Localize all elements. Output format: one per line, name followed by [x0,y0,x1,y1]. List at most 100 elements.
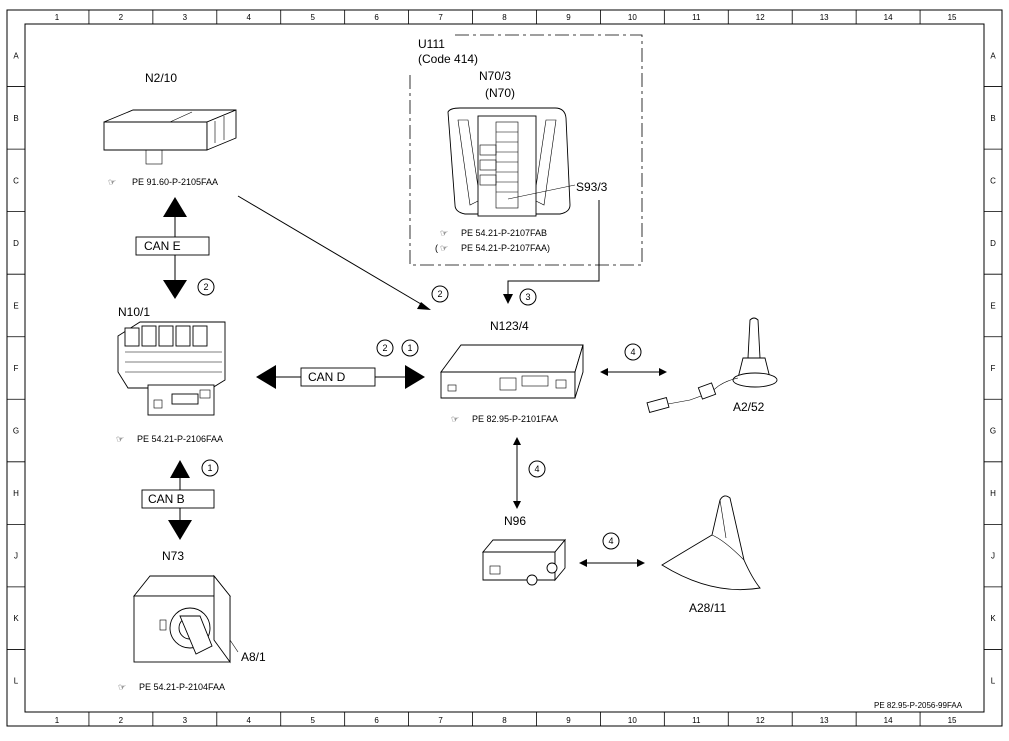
grid-row-F-right: F [991,364,996,373]
grid-column-9-bottom: 9 [566,716,571,725]
n10-1-fusebox-drawing [117,321,226,416]
n70-3-ref2-open-paren: ( [435,243,438,253]
u111-label: U111 [418,37,445,51]
n70-3-reference-2[interactable]: ( ☞ PE 54.21-P-2107FAA) [435,243,550,253]
n10-1-ref-text: PE 54.21-P-2106FAA [137,434,223,444]
n10-1-module[interactable]: N10/1 ☞ PE 54.21-P-2106FAA [116,305,226,444]
can-d-marker-b: 1 [407,343,412,353]
grid-column-9-top: 9 [566,13,571,22]
grid-row-J-left: J [14,552,18,561]
grid-column-12-top: 12 [756,13,765,22]
n123-4-reference[interactable]: ☞ PE 82.95-P-2101FAA [451,414,558,424]
n96-a28-marker: 4 [608,536,613,546]
n123-4-ref-text: PE 82.95-P-2101FAA [472,414,558,424]
n2-10-module-drawing [103,109,237,165]
n2-10-reference[interactable]: ☞ PE 91.60-P-2105FAA [108,177,218,187]
grid-row-D-left: D [13,239,19,248]
n2-10-label: N2/10 [145,71,177,85]
grid-row-G-right: G [990,427,996,436]
pointing-hand-icon: ☞ [451,414,459,424]
grid-column-6-top: 6 [374,13,379,22]
u111-n123-marker: 3 [525,292,530,302]
n123-4-label: N123/4 [490,319,529,333]
grid-column-11-bottom: 11 [692,716,701,725]
pointing-hand-icon: ☞ [440,228,448,238]
grid-column-7-bottom: 7 [438,716,443,725]
grid-column-4-bottom: 4 [247,716,252,725]
n96-module[interactable]: N96 [482,514,566,586]
n123-4-to-a2-52-connection: 4 [600,343,667,376]
grid-column-10-top: 10 [628,13,637,22]
can-e-down-arrowhead [163,280,187,299]
u111-group[interactable]: U111 (Code 414) N70/3 (N70) S93/3 ☞ PE 5… [409,34,643,266]
can-e-up-arrowhead [163,197,187,217]
grid-row-L-left: L [14,677,19,686]
n2-10-ref-text: PE 91.60-P-2105FAA [132,177,218,187]
n2-n123-arrowhead [417,302,431,310]
rod-antenna-drawing [646,317,778,413]
n70-3-reference-1[interactable]: ☞ PE 54.21-P-2107FAB [440,228,547,238]
grid-row-J-right: J [991,552,995,561]
n2-n123-marker: 2 [437,289,442,299]
grid-column-7-top: 7 [438,13,443,22]
shark-fin-antenna-drawing [661,495,761,591]
grid-column-12-bottom: 12 [756,716,765,725]
n96-module-drawing [482,538,566,586]
n70-3-ref2-text: PE 54.21-P-2107FAA) [461,243,550,253]
grid-row-B-left: B [13,114,18,123]
grid-row-E-right: E [990,301,995,310]
grid-column-2-bottom: 2 [119,716,124,725]
n96-label: N96 [504,514,526,528]
can-b-connection: CAN B 1 [141,459,219,540]
grid-column-6-bottom: 6 [374,716,379,725]
grid-row-K-left: K [13,614,19,623]
n10-1-reference[interactable]: ☞ PE 54.21-P-2106FAA [116,434,223,444]
n73-ignition-switch[interactable]: N73 A8/1 ☞ PE 54.21-P-2104FAA [118,549,266,692]
grid-column-15-top: 15 [948,13,957,22]
can-b-down-arrowhead [168,520,192,540]
n70-label: (N70) [485,86,515,100]
pointing-hand-icon: ☞ [108,177,116,187]
n2-10-module[interactable]: N2/10 ☞ PE 91.60-P-2105FAA [103,71,237,187]
grid-row-K-right: K [990,614,996,623]
grid-column-13-top: 13 [820,13,829,22]
grid-row-C-right: C [990,176,996,185]
grid-column-8-top: 8 [502,13,507,22]
grid-column-1-bottom: 1 [55,716,60,725]
grid-row-A-right: A [990,51,996,60]
a28-11-antenna[interactable]: A28/11 [661,495,761,615]
grid-row-F-left: F [14,364,19,373]
a28-11-label: A28/11 [689,601,726,615]
grid-row-C-left: C [13,176,19,185]
u111-code-label: (Code 414) [418,52,478,66]
can-e-connection: CAN E 2 [135,197,215,299]
a8-1-reference[interactable]: ☞ PE 54.21-P-2104FAA [118,682,225,692]
a2-52-label: A2/52 [733,400,765,414]
grid-column-3-top: 3 [183,13,188,22]
u111-n123-arrowhead [503,294,513,304]
ignition-switch-drawing [133,574,239,664]
grid-column-14-bottom: 14 [884,716,893,725]
grid-row-H-left: H [13,489,19,498]
drawing-frame [6,9,1003,727]
grid-column-15-bottom: 15 [948,716,957,725]
grid-row-D-right: D [990,239,996,248]
can-b-up-arrowhead [170,460,190,478]
grid-row-G-left: G [13,427,19,436]
can-e-label: CAN E [144,239,181,253]
n96-to-a28-11-connection: 4 [579,532,645,567]
n70-3-ref1-text: PE 54.21-P-2107FAB [461,228,547,238]
grid-column-1-top: 1 [55,13,60,22]
can-b-marker: 1 [207,463,212,473]
grid-column-13-bottom: 13 [820,716,829,725]
can-d-marker-a: 2 [382,343,387,353]
n123-n96-marker: 4 [534,464,539,474]
pointing-hand-icon: ☞ [440,243,448,253]
grid-column-4-top: 4 [247,13,252,22]
a2-52-antenna[interactable]: A2/52 [646,317,778,414]
grid-row-E-left: E [13,301,18,310]
n123-4-module[interactable]: N123/4 ☞ PE 82.95-P-2101FAA [440,319,584,424]
pointing-hand-icon: ☞ [118,682,126,692]
u111-dashed-boundary [409,34,643,266]
